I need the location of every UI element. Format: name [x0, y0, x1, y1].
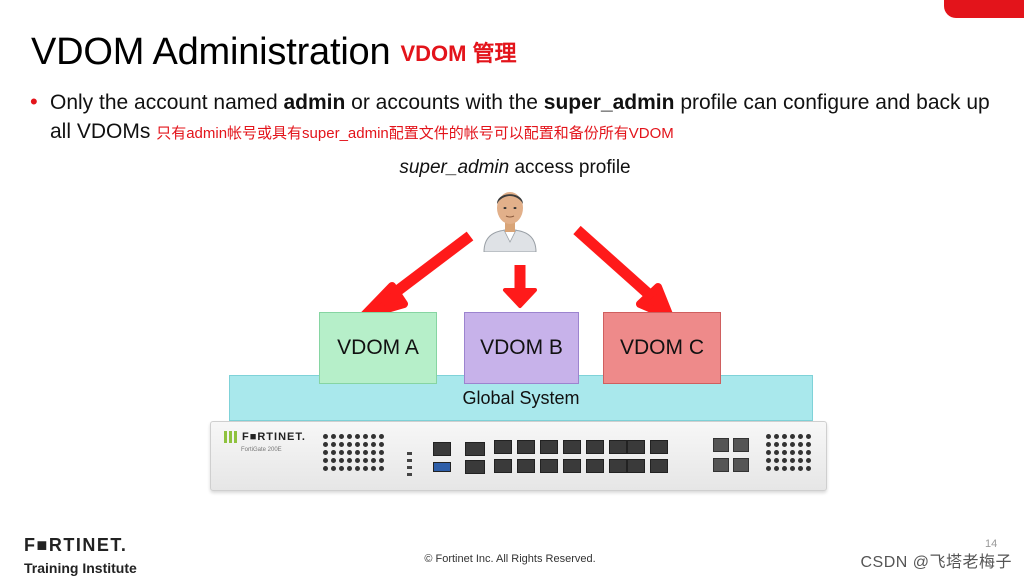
ethernet-port [494, 459, 512, 473]
csdn-watermark: CSDN @飞塔老梅子 [860, 554, 1012, 571]
sfp-port [713, 438, 729, 452]
device-logo-bars-icon [224, 431, 237, 443]
profile-label-rest: access profile [509, 157, 631, 178]
bullet-text-2: or accounts with the [345, 91, 544, 114]
usb-port [433, 462, 451, 472]
user-avatar-icon [483, 192, 537, 252]
training-institute-label: Training Institute [24, 560, 137, 576]
footer-brand: F■RTINET. Training Institute [24, 535, 137, 577]
sfp-port [713, 458, 729, 472]
console-port [433, 442, 451, 456]
ethernet-port [650, 459, 668, 473]
ethernet-port [627, 459, 645, 473]
profile-label-italic: super_admin [399, 157, 510, 178]
bullet-cn-note: 只有admin帐号或具有super_admin配置文件的帐号可以配置和备份所有V… [156, 125, 674, 142]
ethernet-port [517, 440, 535, 454]
sfp-port-grid [713, 438, 749, 472]
ethernet-port [650, 440, 668, 454]
ethernet-port [517, 459, 535, 473]
arrow-to-vdom-c [573, 225, 674, 321]
ethernet-port [494, 440, 512, 454]
page-number: 14 [985, 538, 998, 550]
sfp-port [733, 458, 749, 472]
ethernet-port [609, 459, 627, 473]
device-model: FortiGate 200E [241, 447, 282, 453]
ethernet-port [563, 459, 581, 473]
bullet-point: • Only the account named admin or accoun… [30, 88, 990, 148]
bullet-text-1: Only the account named [50, 91, 284, 114]
ethernet-port [627, 440, 645, 454]
mgmt-port-2 [465, 460, 485, 474]
slide-title: VDOM Administration [31, 31, 391, 73]
ethernet-port [540, 440, 558, 454]
bullet-marker: • [30, 89, 38, 114]
ethernet-port [563, 440, 581, 454]
title-row: VDOM Administration VDOM 管理 [31, 30, 517, 74]
ethernet-port [586, 440, 604, 454]
mgmt-port-1 [465, 442, 485, 456]
fortigate-device-image: F■RTINET. FortiGate 200E [210, 421, 827, 491]
profile-label: super_admin access profile [340, 157, 690, 179]
ethernet-port-grid-2 [627, 440, 668, 473]
vdom-a-box: VDOM A [319, 312, 437, 384]
bullet-text-3: profile can configure and back up all VD… [50, 91, 990, 143]
ethernet-port [540, 459, 558, 473]
arrow-to-vdom-b [503, 265, 537, 308]
fortinet-logo: F■RTINET. [24, 535, 128, 555]
right-vent-icon [766, 434, 811, 471]
bullet-bold-admin: admin [283, 91, 346, 114]
global-system-label: Global System [462, 388, 580, 408]
sfp-port [733, 438, 749, 452]
bullet-bold-super-admin: super_admin [543, 91, 675, 114]
arrow-to-vdom-a [359, 231, 474, 320]
device-brand-name: F■RTINET. [242, 431, 306, 443]
status-leds [407, 452, 412, 476]
ethernet-port [586, 459, 604, 473]
ethernet-port-grid [494, 440, 627, 473]
ethernet-port [609, 440, 627, 454]
left-vent-icon [323, 434, 384, 471]
copyright-notice: © Fortinet Inc. All Rights Reserved. [424, 553, 596, 565]
slide-title-cn: VDOM 管理 [400, 41, 517, 66]
bullet-text: Only the account named admin or accounts… [50, 88, 990, 148]
vdom-b-box: VDOM B [464, 312, 579, 384]
device-brand: F■RTINET. [224, 431, 306, 443]
vdom-c-box: VDOM C [603, 312, 721, 384]
corner-accent-tab [944, 0, 1024, 18]
